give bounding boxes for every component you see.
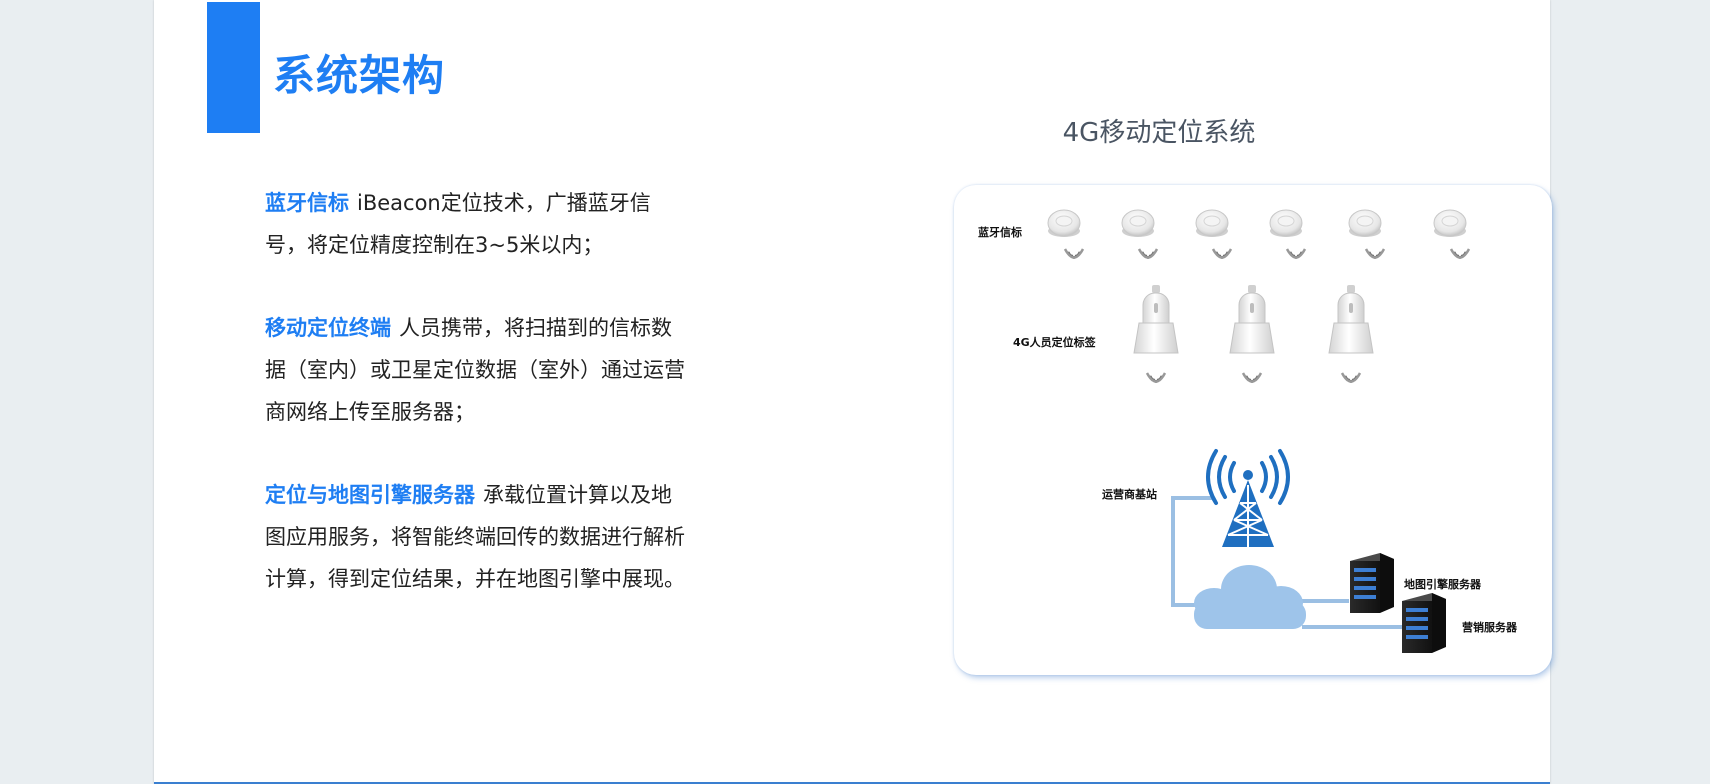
beacon-icon: [1433, 209, 1471, 259]
label-beacon: 蓝牙信标: [978, 226, 1022, 239]
beacon-icon: [1348, 209, 1386, 259]
cell-tower-icon: [1206, 449, 1290, 547]
label-marketing-server: 营销服务器: [1462, 621, 1517, 634]
beacon-signal-icon: [1063, 248, 1085, 259]
beacon-icon: [1195, 209, 1233, 259]
beacon-signal-icon: [1364, 248, 1386, 259]
beacon-signal-icon: [1211, 248, 1233, 259]
beacon-icon: [1269, 209, 1307, 259]
page-bottom-rule: [154, 782, 1550, 784]
tag-signal-icon: [1241, 372, 1263, 383]
desc-terminal: 人员携带，将扫描到的信标数据（室内）或卫星定位数据（室外）通过运营商网络上传至服…: [265, 316, 685, 424]
location-tag-icon: [1328, 285, 1374, 383]
title-accent-bar: [207, 2, 260, 133]
desc-server: 承载位置计算以及地图应用服务，将智能终端回传的数据进行解析计算，得到定位结果，并…: [265, 483, 685, 591]
desc-beacon: iBeacon定位技术，广播蓝牙信号，将定位精度控制在3~5米以内；: [265, 191, 651, 257]
term-server: 定位与地图引擎服务器: [265, 483, 475, 507]
tag-signal-icon: [1145, 372, 1167, 383]
location-tag-icon: [1133, 285, 1179, 383]
paragraph-terminal: 移动定位终端人员携带，将扫描到的信标数据（室内）或卫星定位数据（室外）通过运营商…: [265, 307, 685, 433]
beacon-signal-icon: [1449, 248, 1471, 259]
cloud-icon: [1194, 565, 1306, 629]
paragraph-server: 定位与地图引擎服务器承载位置计算以及地图应用服务，将智能终端回传的数据进行解析计…: [265, 474, 685, 600]
tag-row: [1133, 285, 1374, 383]
architecture-diagram: 蓝牙信标 4G人员定位标签 运营商基站 地图引擎服务器 营销服务器: [954, 185, 1552, 675]
tag-signal-icon: [1340, 372, 1362, 383]
map-server-icon: [1350, 553, 1394, 613]
beacon-row: [1047, 209, 1471, 259]
diagram-title: 4G移动定位系统: [1062, 118, 1256, 148]
label-map-server: 地图引擎服务器: [1404, 578, 1481, 591]
beacon-signal-icon: [1137, 248, 1159, 259]
label-tag: 4G人员定位标签: [1013, 336, 1096, 349]
term-beacon: 蓝牙信标: [265, 191, 349, 215]
marketing-server-icon: [1402, 593, 1446, 653]
page-title: 系统架构: [273, 51, 446, 100]
term-terminal: 移动定位终端: [265, 316, 391, 340]
location-tag-icon: [1229, 285, 1275, 383]
beacon-signal-icon: [1285, 248, 1307, 259]
beacon-icon: [1047, 209, 1085, 259]
beacon-icon: [1121, 209, 1159, 259]
label-base-station: 运营商基站: [1102, 488, 1157, 501]
diagram-canvas: [1047, 209, 1471, 653]
